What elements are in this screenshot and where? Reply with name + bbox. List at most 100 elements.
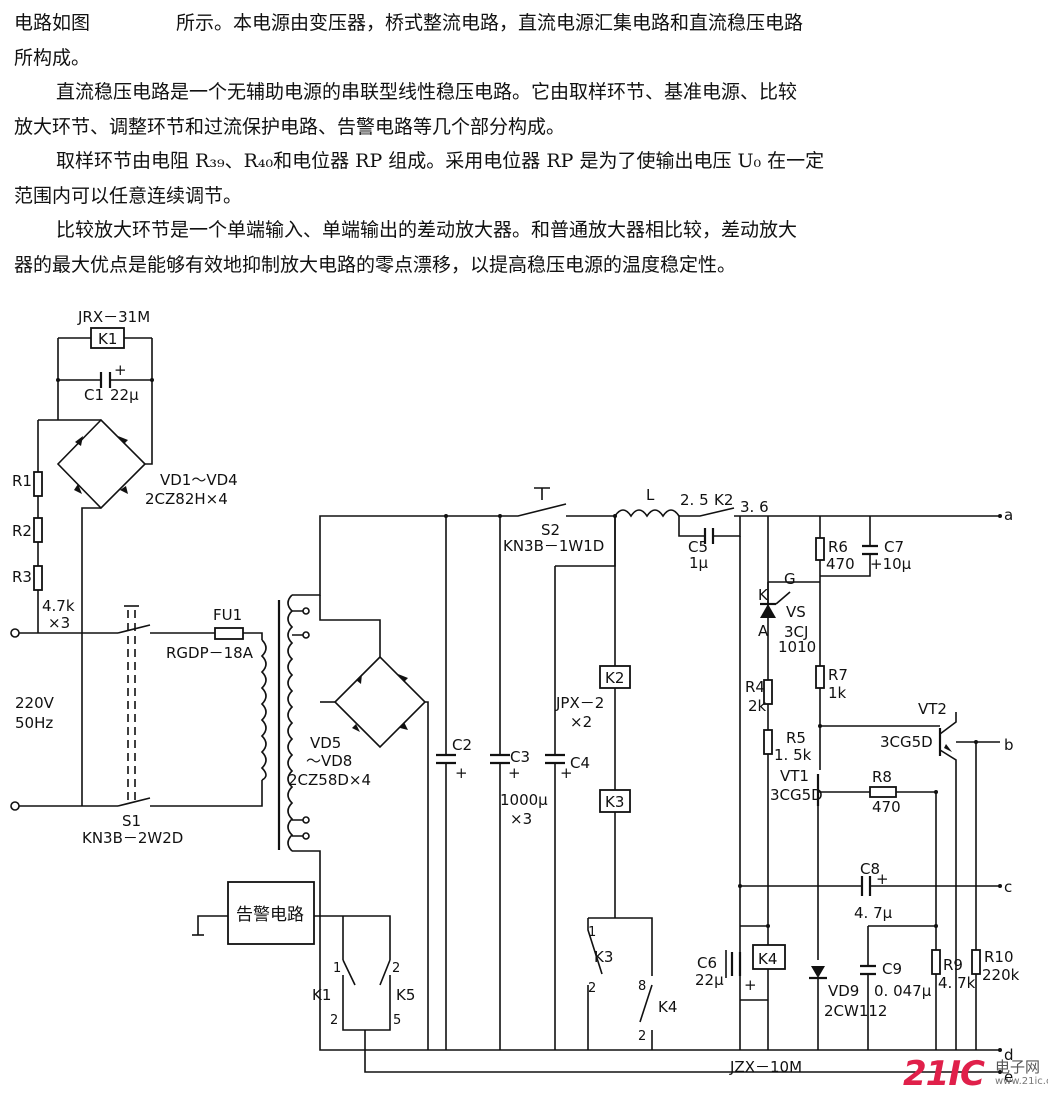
k4-pin8: 8 bbox=[638, 979, 646, 994]
capacitor-c6 bbox=[730, 952, 742, 976]
bridge2-label: VD5 bbox=[310, 734, 341, 752]
r8-value: 470 bbox=[872, 798, 901, 816]
resistor-r2 bbox=[33, 517, 43, 543]
diode bbox=[356, 674, 362, 684]
resistor-r1 bbox=[33, 471, 43, 497]
k3-pin2: 2 bbox=[588, 981, 596, 996]
k3-pin1: 1 bbox=[588, 925, 596, 940]
pin1: 1 bbox=[333, 961, 341, 976]
bridge2-part: 2CZ58D×4 bbox=[288, 771, 371, 789]
k2-coil-label: K2 bbox=[605, 669, 624, 687]
vt1-label: VT1 bbox=[780, 767, 809, 785]
bridge1-label: VD1～VD4 bbox=[160, 471, 238, 489]
terminal-e: e bbox=[1004, 1068, 1013, 1086]
relay-k1-label: K1 bbox=[98, 330, 117, 348]
paragraph-2-cont: 放大环节、调整环节和过流保护电路、告警电路等几个部分构成。 bbox=[14, 115, 566, 138]
paragraph-1: 电路如图所示。本电源由变压器，桥式整流电路，直流电源汇集电路和直流稳压电路 bbox=[14, 6, 1034, 41]
contact-k3 bbox=[587, 918, 603, 1050]
relay-jrx-group: JRX－31M K1 + C1 22μ bbox=[56, 308, 154, 420]
r5-label: R5 bbox=[786, 729, 806, 747]
fuse-part: RGDP－18A bbox=[166, 644, 254, 662]
terminal-d: d bbox=[1004, 1046, 1014, 1064]
relay-jzx-label: JZX－10M bbox=[729, 1058, 802, 1076]
svg-text:+: + bbox=[560, 764, 573, 782]
r-count: ×3 bbox=[48, 614, 70, 632]
pin2b: 2 bbox=[330, 1013, 338, 1028]
capacitor-c2 bbox=[436, 753, 456, 765]
capacitor-c8 bbox=[860, 876, 872, 896]
c6-label: C6 bbox=[697, 954, 717, 972]
c9-value: 0. 047μ bbox=[874, 982, 932, 1000]
paragraph-2: 直流稳压电路是一个无辅助电源的串联型线性稳压电路。它由取样环节、基准电源、比较 bbox=[56, 81, 798, 103]
zener-vd9 bbox=[811, 966, 825, 978]
bridge2-label-b: ～VD8 bbox=[306, 752, 352, 770]
resistor-r7 bbox=[815, 665, 825, 689]
contact-k4 bbox=[639, 984, 653, 1050]
diode bbox=[74, 484, 82, 494]
diode bbox=[75, 436, 83, 446]
mains-frequency: 50Hz bbox=[15, 714, 53, 732]
relay-coils-k2-k3: K2 K3 JPX－2 ×2 bbox=[555, 665, 631, 918]
secondary-winding bbox=[287, 594, 294, 852]
contacts-k1-k5 bbox=[342, 959, 391, 986]
k4-coil-label: K4 bbox=[758, 950, 777, 968]
capacitor-c4 bbox=[545, 753, 565, 765]
r6-value: 470 bbox=[826, 555, 855, 573]
primary-winding bbox=[260, 639, 267, 781]
bridge-2: VD5 ～VD8 2CZ58D×4 bbox=[288, 595, 429, 1050]
contacts-k3-k4: 1 K3 2 8 K4 2 bbox=[587, 917, 677, 1050]
pin2: 2 bbox=[392, 961, 400, 976]
vd9-label: VD9 bbox=[828, 982, 859, 1000]
transistors: VT2 3CG5D R8 470 VT1 3CG5D bbox=[770, 700, 1000, 1050]
capacitor-c8-group: C8 + 4. 7μ bbox=[738, 860, 1002, 922]
resistor-r5 bbox=[763, 729, 773, 755]
resistor-r9 bbox=[931, 949, 941, 975]
watermark-brand: 21IC bbox=[903, 1054, 985, 1094]
c5-value: 1μ bbox=[689, 554, 709, 572]
svg-text:+: + bbox=[114, 361, 127, 379]
resistor-r8 bbox=[869, 786, 897, 798]
c8-value: 4. 7μ bbox=[854, 904, 893, 922]
c3-label: C3 bbox=[510, 748, 530, 766]
wire bbox=[57, 337, 153, 420]
resistor-r6 bbox=[815, 537, 825, 561]
c5-label: C5 bbox=[688, 538, 708, 556]
c2-label: C2 bbox=[452, 736, 472, 754]
alarm-section: 告警电路 1 2 K1 K5 2 5 bbox=[192, 881, 1000, 1073]
r1-label: R1 bbox=[12, 472, 32, 490]
capacitor-c5 bbox=[703, 528, 715, 544]
resistor-r10 bbox=[971, 949, 981, 975]
r2-label: R2 bbox=[12, 522, 32, 540]
c6-value: 22μ bbox=[695, 971, 724, 989]
reference-section: R6 470 C7 +10μ K G A VS 3CJ 1010 R7 1k bbox=[758, 516, 912, 770]
pin5: 5 bbox=[393, 1013, 401, 1028]
capacitor-c1 bbox=[99, 372, 112, 388]
watermark-url: www.21ic.com bbox=[995, 1076, 1048, 1087]
vs-k: K bbox=[758, 586, 769, 604]
paragraph-1-cont: 所构成。 bbox=[14, 46, 91, 69]
diode bbox=[352, 724, 360, 732]
capacitor-c7 bbox=[862, 544, 878, 556]
mains-voltage: 220V bbox=[15, 694, 55, 712]
k5-contact-label: K5 bbox=[396, 986, 415, 1004]
r6-label: R6 bbox=[828, 538, 848, 556]
k4-pin2: 2 bbox=[638, 1029, 646, 1044]
resistor-chain: R1 R2 R3 4.7k ×3 bbox=[12, 471, 75, 633]
alarm-label: 告警电路 bbox=[236, 905, 304, 925]
r4-value: 2k bbox=[748, 697, 767, 715]
k2-left-pin: 2. 5 bbox=[680, 491, 709, 509]
k1-contact-label: K1 bbox=[312, 986, 331, 1004]
p1-rest: 所示。本电源由变压器，桥式整流电路，直流电源汇集电路和直流稳压电路 bbox=[176, 12, 804, 34]
paragraph-4: 比较放大环节是一个单端输入、单端输出的差动放大器。和普通放大器相比较，差动放大 bbox=[56, 219, 798, 241]
r9-label: R9 bbox=[943, 956, 963, 974]
jpx-count: ×2 bbox=[570, 713, 592, 731]
k2-contact bbox=[679, 507, 1000, 517]
r7-value: 1k bbox=[828, 684, 847, 702]
alarm-circuit-box bbox=[227, 881, 315, 945]
k3-contact-label: K3 bbox=[594, 948, 613, 966]
c9-label: C9 bbox=[882, 960, 902, 978]
watermark-cn: 电子网 bbox=[995, 1058, 1041, 1076]
transformer bbox=[260, 515, 1000, 1051]
r3-label: R3 bbox=[12, 568, 32, 586]
capacitor-c9 bbox=[860, 964, 876, 976]
